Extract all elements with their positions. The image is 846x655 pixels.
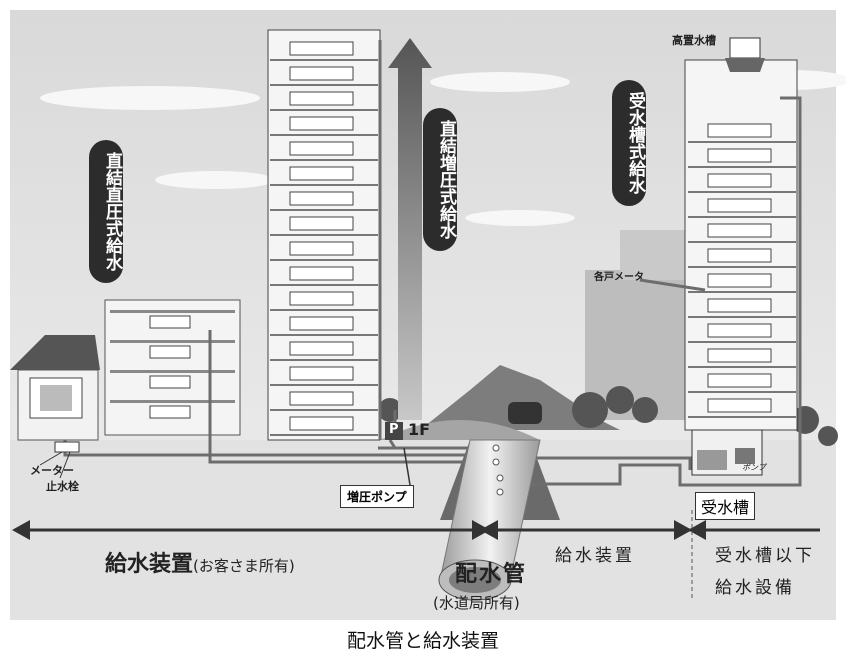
label-elevated-tank: 高置水槽 xyxy=(672,34,716,47)
section-arrows xyxy=(12,520,820,540)
figure-caption: 配水管と給水装置 xyxy=(346,630,499,652)
elevated-tank-icon xyxy=(729,37,761,59)
section-right-line1: 受水槽以下 xyxy=(715,546,815,566)
label-parking: P xyxy=(389,422,399,437)
main-pipe-title: 配水管 xyxy=(455,562,528,587)
boost-arrow xyxy=(388,38,432,420)
hill xyxy=(380,420,540,440)
car-icon xyxy=(508,402,542,424)
section-customer-title: 給水装置(お客さま所有) xyxy=(105,552,295,577)
label-1f: 1F xyxy=(408,420,431,439)
label-receiving-tank: 受水槽 xyxy=(695,492,756,520)
label-tank-supply: 受水槽式給水 xyxy=(612,80,646,206)
mountain xyxy=(420,365,620,430)
label-direct-boost: 直結増圧式給水 xyxy=(423,108,457,251)
background-building xyxy=(585,270,695,420)
meter-icon xyxy=(54,441,80,453)
trees xyxy=(378,386,838,446)
tank-building xyxy=(684,37,798,476)
main-pipe-owner: (水道局所有) xyxy=(433,594,520,612)
house xyxy=(10,335,100,441)
low-rise-building xyxy=(104,299,241,436)
section-mid-title: 給水装置 xyxy=(555,546,635,566)
section-right-line2: 給水設備 xyxy=(715,578,795,598)
label-pump: ポンプ xyxy=(742,463,766,472)
parking-icon xyxy=(385,422,403,440)
label-boost-pump: 増圧ポンプ xyxy=(340,485,414,508)
pump-icon xyxy=(735,448,755,464)
label-direct-pressure: 直結直圧式給水 xyxy=(89,140,123,283)
label-stop-valve: 止水栓 xyxy=(46,480,79,493)
label-unit-meter: 各戸メータ xyxy=(594,272,644,283)
high-rise-building xyxy=(267,29,381,441)
label-meter: メーター xyxy=(30,464,74,477)
main-pipe-graphic xyxy=(438,439,541,601)
